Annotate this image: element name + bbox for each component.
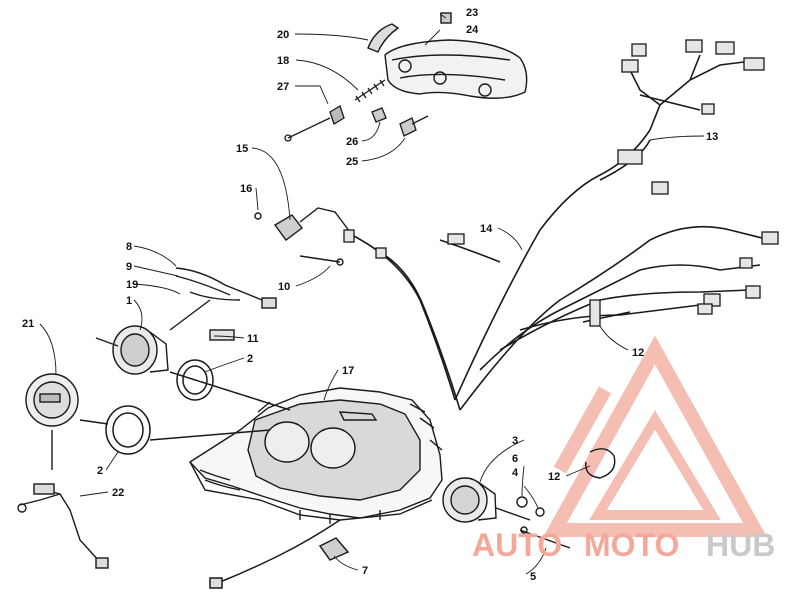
sub-harness — [17, 483, 109, 569]
callout-13: 13 — [706, 131, 718, 143]
callout-27: 27 — [277, 81, 289, 93]
callout-9: 9 — [126, 261, 132, 273]
callout-7: 7 — [362, 565, 368, 577]
callout-10: 10 — [278, 281, 290, 293]
bezel-rings — [79, 359, 291, 455]
callout-17: 17 — [342, 365, 354, 377]
right-gauge — [442, 448, 616, 549]
watermark-moto: MOTO — [584, 527, 679, 563]
callout-5: 5 — [530, 571, 536, 583]
callout-12-upper: 12 — [632, 347, 644, 359]
headlight-hardware — [284, 79, 429, 142]
callout-11: 11 — [247, 333, 259, 345]
callout-23: 23 — [466, 7, 478, 19]
callout-18: 18 — [277, 55, 289, 67]
callout-22: 22 — [112, 487, 124, 499]
callout-12-lower: 12 — [548, 471, 560, 483]
gauge-large — [25, 373, 79, 470]
bracket-assembly — [254, 207, 351, 266]
callout-16: 16 — [240, 183, 252, 195]
callout-6: 6 — [512, 453, 518, 465]
callout-4: 4 — [512, 467, 519, 479]
callout-15: 15 — [236, 143, 248, 155]
watermark-logo — [543, 335, 767, 537]
callout-26: 26 — [346, 136, 358, 148]
callout-19: 19 — [126, 279, 138, 291]
callout-3: 3 — [512, 435, 518, 447]
lower-cable — [209, 519, 350, 589]
callout-labels: 20 18 27 23 24 26 25 15 16 10 8 9 19 1 1… — [22, 7, 718, 583]
callout-24: 24 — [466, 24, 479, 36]
callout-1: 1 — [126, 295, 132, 307]
callout-2-upper: 2 — [247, 353, 253, 365]
callout-14: 14 — [480, 223, 493, 235]
callout-25: 25 — [346, 156, 358, 168]
dash-panel — [188, 387, 443, 524]
leader-lines — [39, 13, 705, 575]
watermark-hub: HUB — [706, 527, 775, 563]
callout-2-lower: 2 — [97, 465, 103, 477]
headlight-housing — [367, 12, 528, 99]
watermark-text: AUTO MOTO HUB — [472, 527, 775, 563]
watermark-auto: AUTO — [472, 527, 562, 563]
gauge-small — [95, 267, 277, 375]
callout-21: 21 — [22, 318, 34, 330]
callout-20: 20 — [277, 29, 289, 41]
callout-8: 8 — [126, 241, 132, 253]
harness-connectors — [343, 39, 779, 327]
